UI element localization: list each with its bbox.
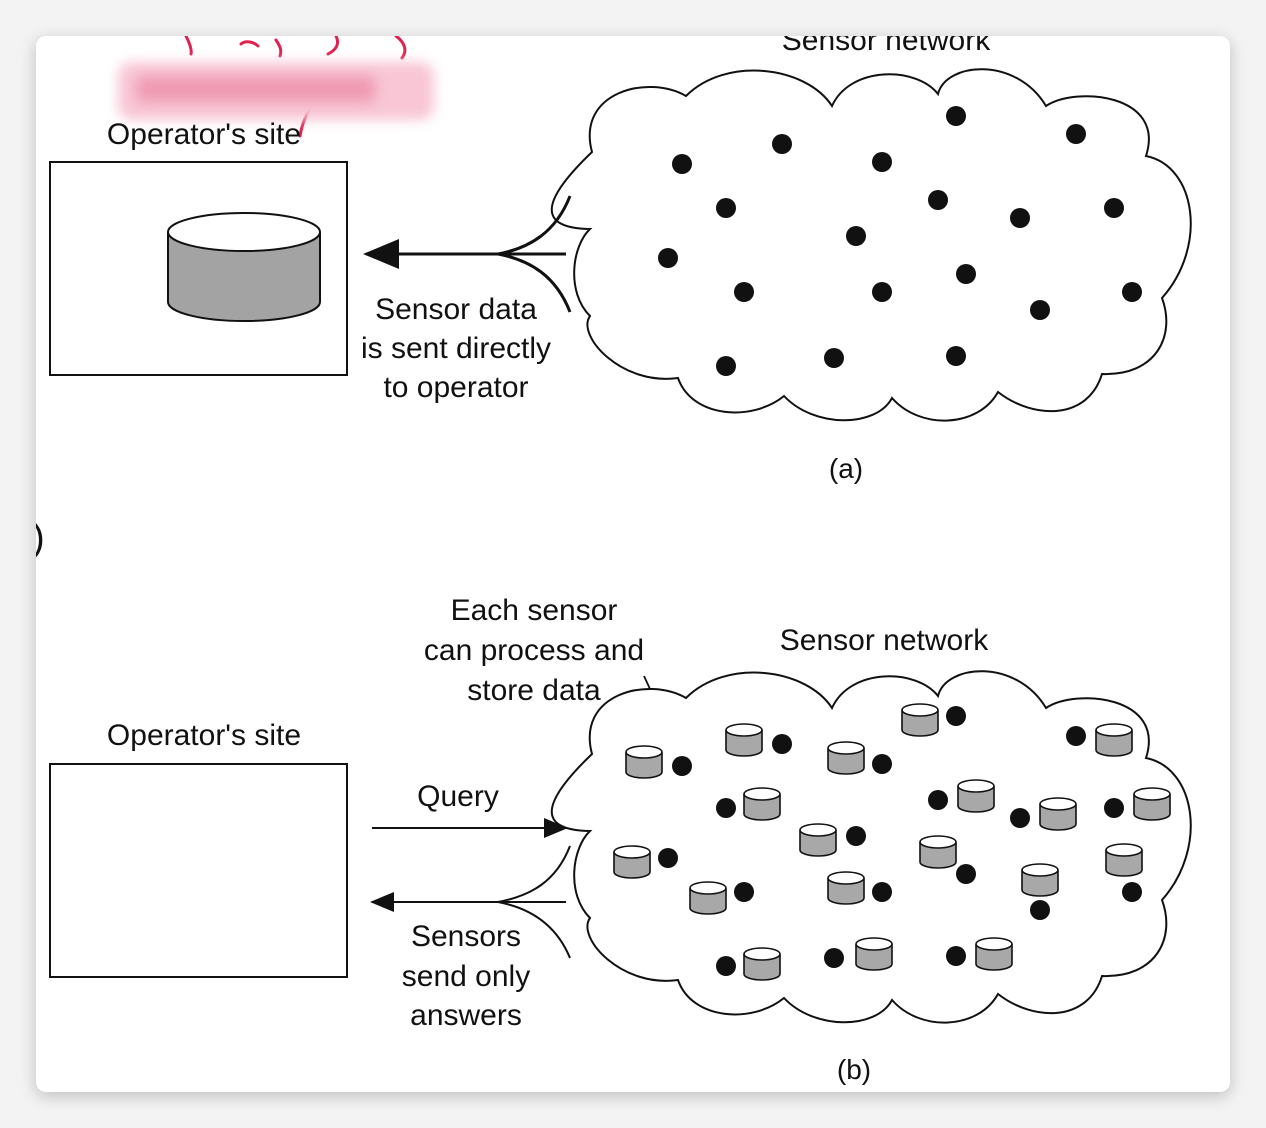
sensor-dots-b	[658, 706, 1142, 976]
sensor-database-icon	[957, 779, 995, 813]
sensor-dot	[658, 248, 678, 268]
sensor-dot	[928, 190, 948, 210]
arrow-fan-b	[497, 845, 571, 959]
sensor-dot	[872, 152, 892, 172]
diagram-card: Sensor network Operator's site Sensor da…	[36, 36, 1230, 1092]
answers-caption-line3: answers	[410, 999, 522, 1032]
answers-caption-line2: send only	[402, 960, 530, 993]
sensor-dot	[716, 198, 736, 218]
sensor-network-label-a: Sensor network	[782, 36, 991, 57]
sensor-dot	[772, 734, 792, 754]
operator-site-label-a: Operator's site	[107, 118, 301, 151]
sensor-database-icon	[827, 871, 865, 905]
left-fragment: )	[36, 517, 45, 559]
sensor-dot	[824, 948, 844, 968]
operator-site-label-b: Operator's site	[107, 719, 301, 752]
sensor-database-icon	[1095, 723, 1133, 757]
sensor-dot	[672, 154, 692, 174]
sensor-dot	[846, 826, 866, 846]
callout-line2: can process and	[424, 634, 644, 667]
sensor-dot	[946, 346, 966, 366]
sensor-database-icon	[743, 947, 781, 981]
caption-a: (a)	[829, 453, 863, 484]
sensor-dot	[734, 282, 754, 302]
sensor-database-icon	[901, 703, 939, 737]
sensor-dot	[846, 226, 866, 246]
sensor-dot	[1104, 798, 1124, 818]
sensor-dots-a	[658, 106, 1142, 376]
sensor-dot	[872, 754, 892, 774]
callout-line1: Each sensor	[451, 594, 618, 627]
sensor-database-icon	[625, 745, 663, 779]
sensor-database-icon	[613, 845, 651, 879]
sensor-dot	[1010, 808, 1030, 828]
sensor-dot	[672, 756, 692, 776]
sensor-dot	[1104, 198, 1124, 218]
sensor-dot	[1122, 282, 1142, 302]
sensor-database-icon	[743, 787, 781, 821]
sensor-database-icon	[855, 937, 893, 971]
sensor-dot	[956, 864, 976, 884]
sensor-dot	[1030, 900, 1050, 920]
sensor-network-cloud-a	[550, 68, 1192, 422]
sensor-database-icon	[827, 741, 865, 775]
sensor-database-icon	[975, 937, 1013, 971]
sensor-database-icon	[1133, 787, 1171, 821]
sensor-dot	[824, 348, 844, 368]
sensor-database-icon	[919, 835, 957, 869]
sensor-dot	[872, 882, 892, 902]
sensor-database-icon	[1021, 863, 1059, 897]
arrow-caption-a-line2: is sent directly	[361, 332, 551, 365]
sensor-database-icon	[1105, 843, 1143, 877]
sensor-dot	[956, 264, 976, 284]
sensor-dot	[1122, 882, 1142, 902]
sensor-dot	[946, 946, 966, 966]
sensor-dot	[946, 706, 966, 726]
arrow-caption-a-line1: Sensor data	[375, 293, 537, 326]
arrow-fan-a	[497, 195, 572, 313]
sensor-dot	[946, 106, 966, 126]
caption-b: (b)	[837, 1054, 871, 1085]
sensor-database-icon	[1039, 797, 1077, 831]
sensor-dot	[928, 790, 948, 810]
sensor-dot	[716, 798, 736, 818]
callout-line3: store data	[467, 674, 601, 707]
operator-site-box-b	[49, 763, 348, 978]
sensor-network-cloud-b	[550, 670, 1192, 1024]
sensor-dot	[1010, 208, 1030, 228]
sensor-dot	[872, 282, 892, 302]
sensor-dot	[1066, 726, 1086, 746]
diagram-canvas: Sensor network Operator's site Sensor da…	[36, 36, 1192, 1085]
sensor-database-icon	[725, 723, 763, 757]
sensor-dot	[716, 956, 736, 976]
arrow-caption-a-line3: to operator	[383, 371, 528, 404]
sensor-dot	[734, 882, 754, 902]
sensor-dot	[1066, 124, 1086, 144]
panel-a: Sensor network Operator's site Sensor da…	[49, 36, 1192, 484]
sensor-database-icon	[799, 823, 837, 857]
sensor-dot	[1030, 300, 1050, 320]
query-label: Query	[417, 780, 499, 813]
handwritten-annotation	[118, 36, 434, 138]
answers-caption-line1: Sensors	[411, 920, 521, 953]
database-icon	[167, 212, 321, 322]
sensor-dot	[716, 356, 736, 376]
sensor-network-label-b: Sensor network	[780, 624, 989, 657]
panel-b: Each sensor can process and store data S…	[49, 594, 1192, 1085]
sensor-dot	[658, 848, 678, 868]
sensor-dot	[772, 134, 792, 154]
sensor-database-icon	[689, 881, 727, 915]
